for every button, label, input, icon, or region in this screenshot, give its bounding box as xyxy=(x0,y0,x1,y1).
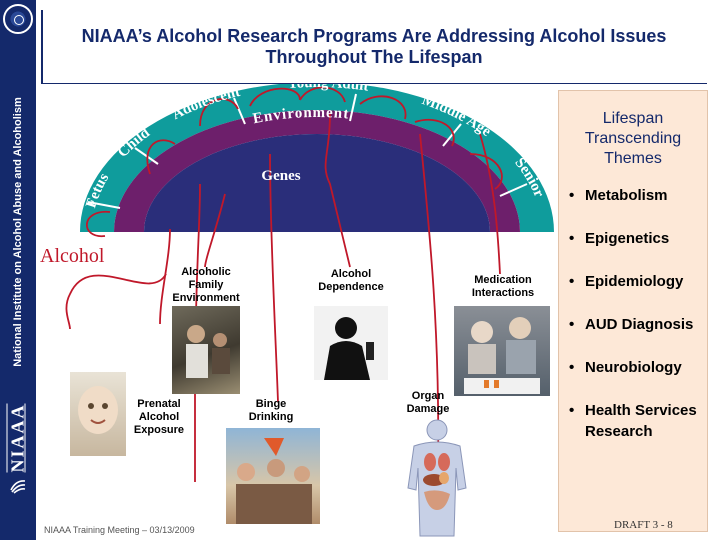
theme-label: Epidemiology xyxy=(585,273,684,290)
theme-item: • Health Services Research xyxy=(559,400,707,442)
theme-item: • AUD Diagnosis xyxy=(559,314,707,335)
lifespan-diagram: Fetus Child Adolescent Young Adult Middl… xyxy=(36,75,556,540)
genes-arc-band xyxy=(144,134,490,232)
themes-panel: Lifespan Transcending Themes • Metabolism… xyxy=(558,90,708,532)
theme-item: • Neurobiology xyxy=(559,357,707,378)
page-title: NIAAA’s Alcohol Research Programs Are Ad… xyxy=(81,26,667,67)
environment-arc-band xyxy=(114,110,520,232)
sidebar: National Institute on Alcohol Abuse and … xyxy=(0,0,36,540)
medication-photo xyxy=(454,306,550,396)
bullet-icon: • xyxy=(569,187,575,204)
footer-page-number: DRAFT 3 - 8 xyxy=(614,519,673,531)
theme-label: Metabolism xyxy=(585,187,668,204)
theme-item: • Metabolism xyxy=(559,185,707,206)
themes-title: Lifespan Transcending Themes xyxy=(584,110,682,167)
org-abbreviation: NIAAA xyxy=(7,403,28,473)
alcohol-dependence-label: Alcohol Dependence xyxy=(318,268,384,293)
theme-label: Epigenetics xyxy=(585,230,670,247)
theme-item: • Epidemiology xyxy=(559,271,707,292)
organ-body-icon xyxy=(400,418,474,538)
theme-label: Health Services Research xyxy=(585,402,697,440)
binge-drinking-label: Binge Drinking xyxy=(248,398,294,423)
eagle-logo-icon xyxy=(10,480,26,494)
arc-diagram: Fetus Child Adolescent Young Adult Middl… xyxy=(40,75,554,482)
title-box: NIAAA’s Alcohol Research Programs Are Ad… xyxy=(41,10,707,84)
alcohol-label: Alcohol xyxy=(40,245,105,267)
prenatal-photo xyxy=(70,372,126,456)
themes-list: • Metabolism • Epigenetics • Epidemiology •… xyxy=(559,185,707,442)
connector-lines xyxy=(65,86,503,482)
bullet-icon: • xyxy=(569,402,575,419)
bullet-icon: • xyxy=(569,230,575,247)
bullet-icon: • xyxy=(569,273,575,290)
bullet-icon: • xyxy=(569,316,575,333)
genes-label: Genes xyxy=(261,168,300,184)
binge-drinking-photo xyxy=(226,428,320,524)
dependence-photo xyxy=(314,306,388,380)
bullet-icon: • xyxy=(569,359,575,376)
theme-item: • Epigenetics xyxy=(559,228,707,249)
family-environment-label: Alcoholic Family Environment xyxy=(172,266,240,304)
organ-damage-label: Organ Damage xyxy=(406,390,450,415)
footer-meeting-label: NIAAA Training Meeting – 03/13/2009 xyxy=(44,525,195,535)
family-environment-photo xyxy=(172,306,240,394)
prenatal-exposure-label: Prenatal Alcohol Exposure xyxy=(133,398,185,436)
org-name: National Institute on Alcohol Abuse and … xyxy=(12,97,24,367)
theme-label: AUD Diagnosis xyxy=(585,316,694,333)
medication-interactions-label: Medication Interactions xyxy=(471,274,535,299)
theme-label: Neurobiology xyxy=(585,359,682,376)
hhs-seal-icon xyxy=(3,4,33,34)
